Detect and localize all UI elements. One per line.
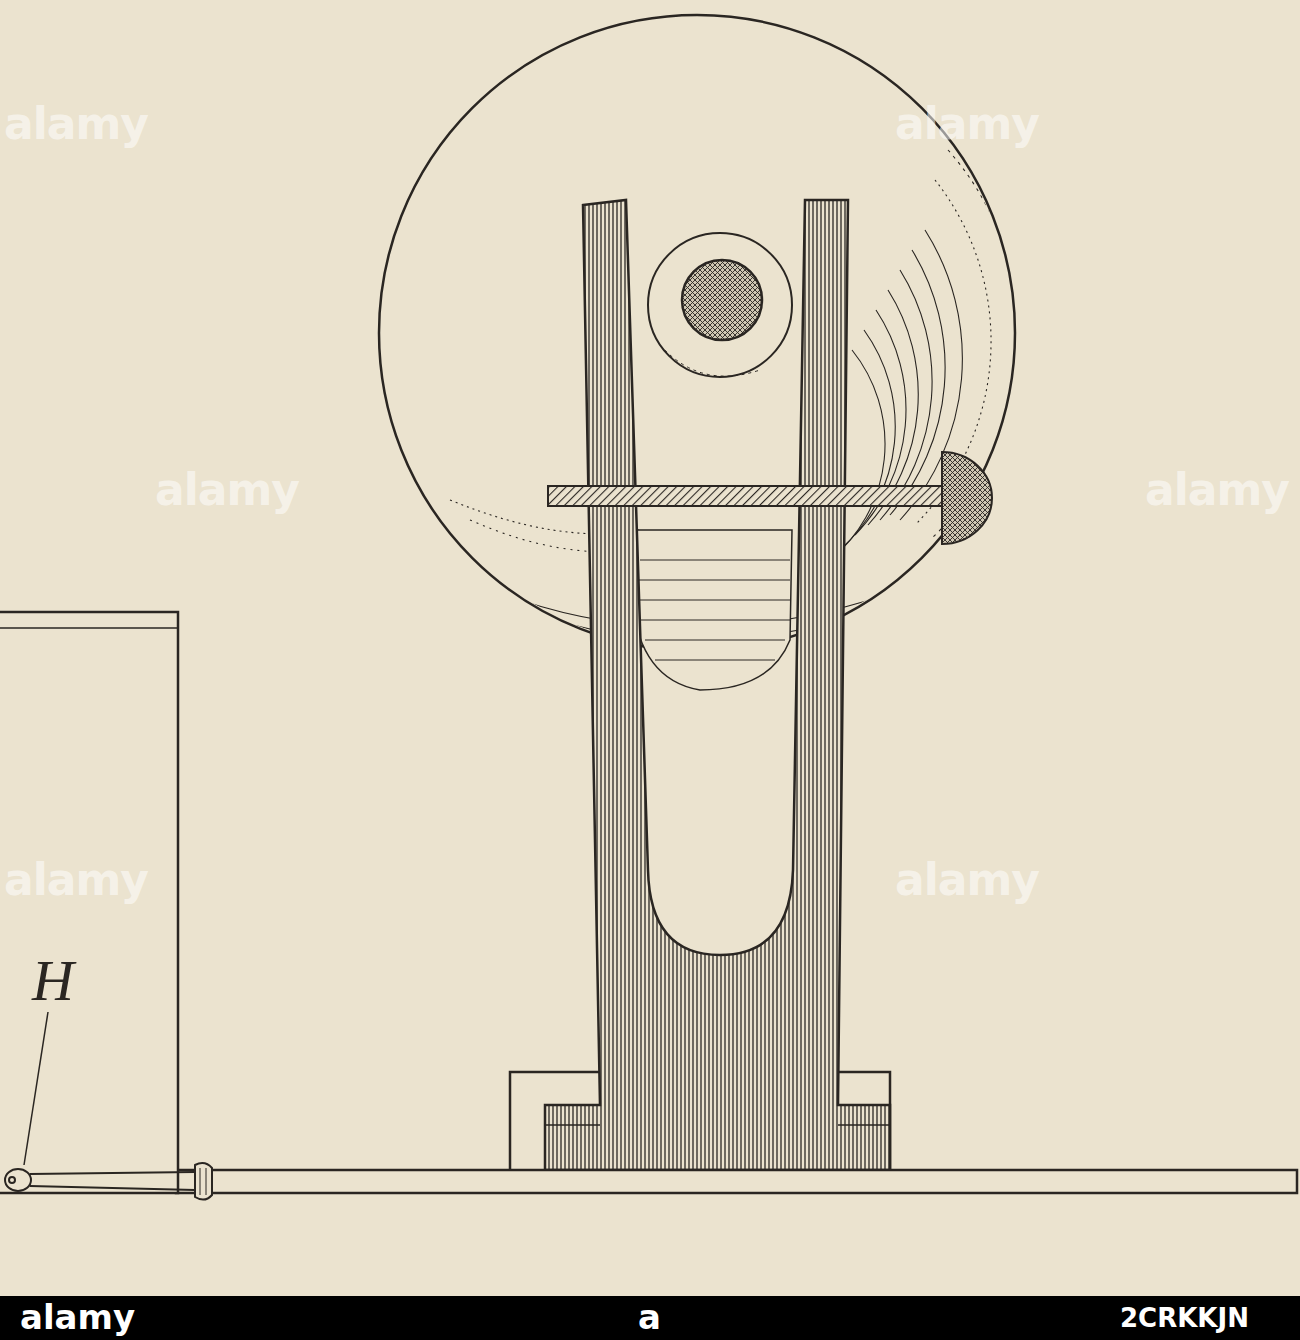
watermark: alamy	[895, 102, 1039, 146]
base-board	[176, 1170, 1297, 1193]
bowl-part	[625, 530, 792, 690]
watermark-banner	[0, 1296, 1300, 1340]
part-label: H	[32, 952, 74, 1010]
rod	[548, 486, 943, 506]
box	[0, 612, 178, 1193]
watermark: alamy	[895, 858, 1039, 902]
watermark: alamy	[1145, 468, 1289, 512]
watermark: a	[638, 1300, 661, 1334]
watermark: alamy	[4, 858, 148, 902]
watermark: alamy	[4, 102, 148, 146]
hook	[5, 1163, 212, 1199]
knob	[942, 452, 992, 544]
watermark: alamy	[20, 1300, 135, 1334]
leader-line	[24, 1012, 48, 1165]
watermark: alamy	[155, 468, 299, 512]
watermark: 2CRKKJN	[1120, 1305, 1249, 1331]
fork-stand	[545, 200, 890, 1170]
